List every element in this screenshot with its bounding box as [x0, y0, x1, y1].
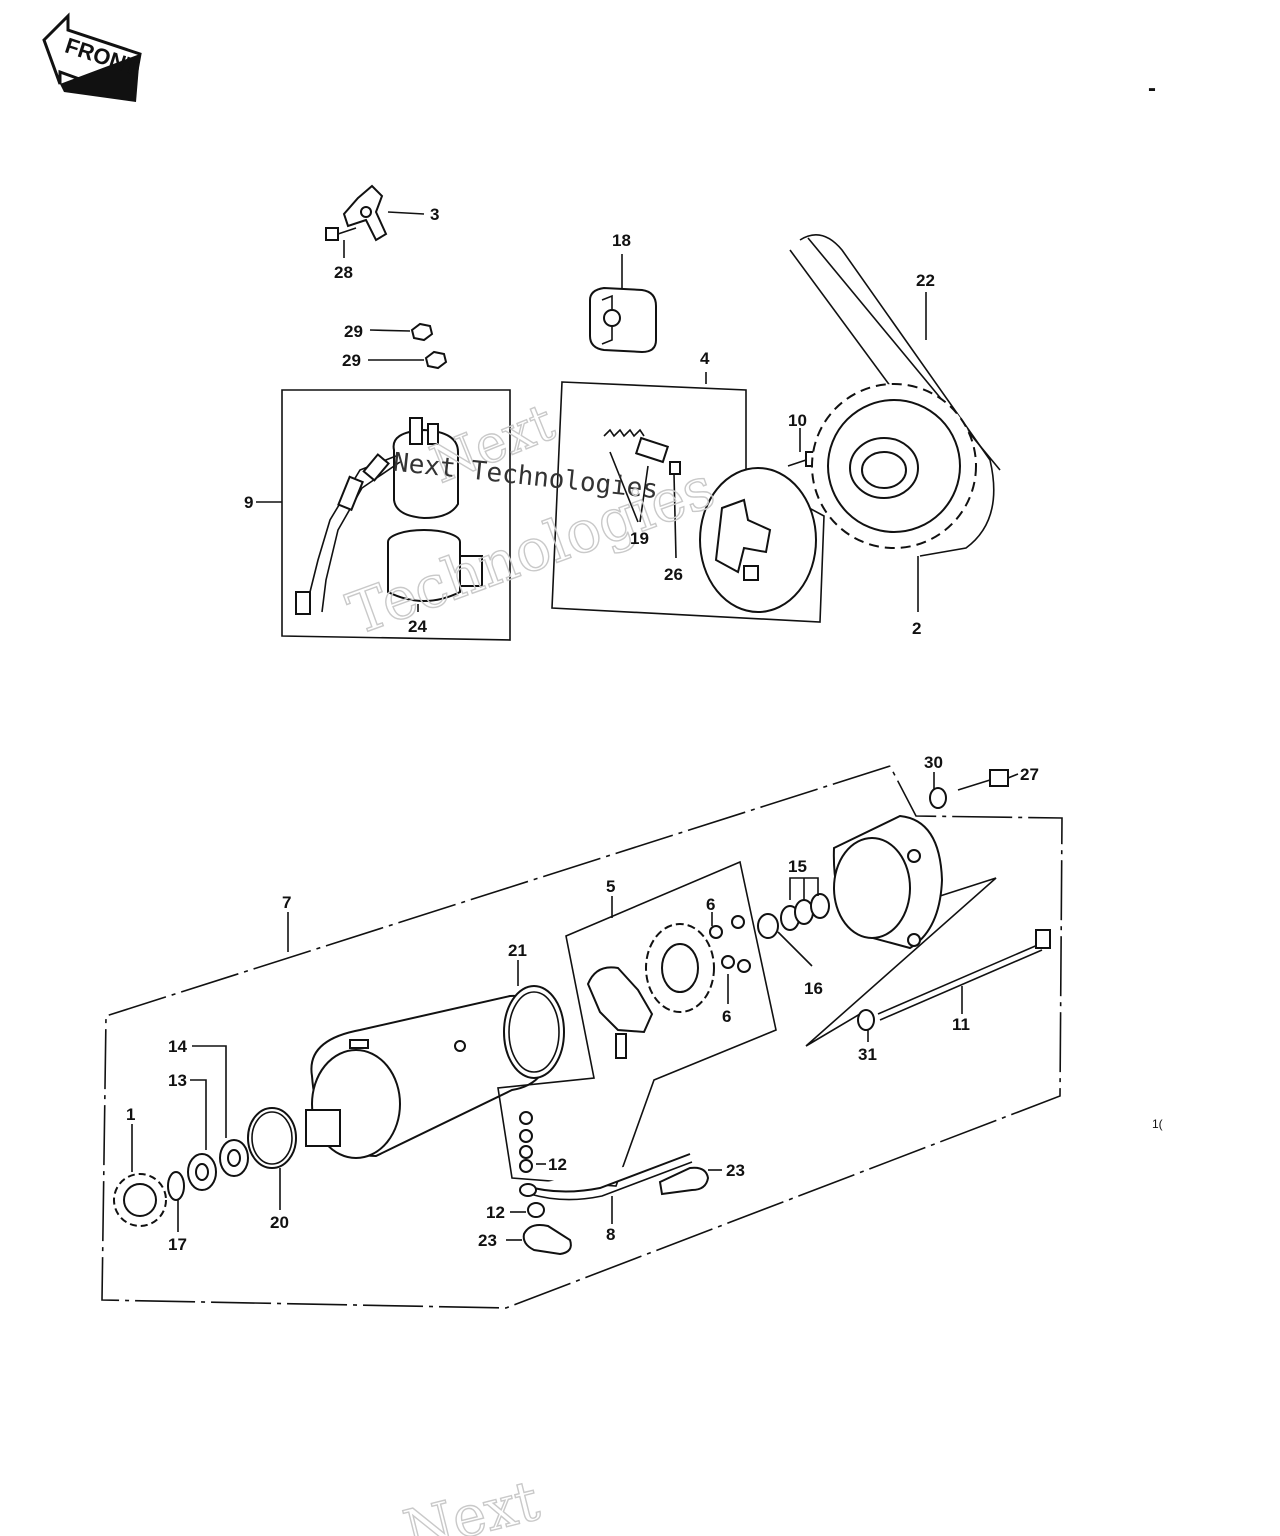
grommet [589, 286, 657, 354]
callout-22: 22 [916, 271, 935, 290]
chain-sprocket [811, 383, 977, 549]
screw [325, 227, 357, 241]
callout-1: 1 [126, 1105, 135, 1124]
callout-4: 4 [700, 349, 710, 368]
terminal-cap [522, 1224, 572, 1256]
washer [929, 787, 947, 809]
brush-spring [721, 955, 751, 973]
callout-3: 3 [430, 205, 439, 224]
clutch-spring [603, 428, 681, 475]
callout-20: 20 [270, 1213, 289, 1232]
callout-5: 5 [606, 877, 615, 896]
screw [957, 769, 1009, 791]
callout-7: 7 [282, 893, 291, 912]
terminal-bracket [342, 184, 388, 242]
o-ring [247, 1107, 297, 1169]
nut [424, 350, 448, 370]
starter-motor [305, 994, 554, 1159]
watermark: Next [398, 1468, 546, 1536]
callout-12: 12 [548, 1155, 567, 1174]
pinion-gear [113, 1173, 167, 1227]
callout-15: 15 [788, 857, 807, 876]
callout-10: 10 [788, 411, 807, 430]
callout-30: 30 [924, 753, 943, 772]
edge-mark: 1( [1152, 1117, 1163, 1131]
washer [857, 1009, 875, 1031]
callout-8: 8 [606, 1225, 615, 1244]
callout-27: 27 [1020, 765, 1039, 784]
starter-end-cover [832, 814, 944, 950]
callout-11: 11 [952, 1015, 970, 1034]
callout-21: 21 [508, 941, 527, 960]
starter-lead [519, 1153, 693, 1201]
washer [219, 1139, 249, 1177]
shim-set [757, 893, 830, 939]
callout-9: 9 [244, 493, 253, 512]
nut [410, 322, 434, 342]
callout-12: 12 [486, 1203, 505, 1222]
callout-29: 29 [342, 351, 361, 370]
nut [527, 1202, 545, 1218]
callout-13: 13 [168, 1071, 187, 1090]
callout-6: 6 [706, 895, 715, 914]
callout-29: 29 [344, 322, 363, 341]
terminal-cap [658, 1166, 710, 1196]
through-bolt [877, 929, 1051, 1021]
callout-31: 31 [858, 1045, 877, 1064]
callout-23: 23 [478, 1231, 497, 1250]
relay-rubber-cover [387, 529, 483, 602]
callout-6: 6 [722, 1007, 731, 1026]
starter-clutch [699, 467, 817, 613]
callout-23: 23 [726, 1161, 745, 1180]
callout-28: 28 [334, 263, 353, 282]
starter-relay [295, 417, 459, 615]
callout-16: 16 [804, 979, 823, 998]
circlip [167, 1171, 185, 1201]
callout-2: 2 [912, 619, 921, 638]
o-ring [503, 985, 565, 1079]
brush-holder [586, 966, 654, 1059]
washer-stack [519, 1111, 533, 1173]
corner-mark: - [1148, 75, 1156, 102]
callout-14: 14 [168, 1037, 187, 1056]
callout-19: 19 [630, 529, 649, 548]
callout-24: 24 [408, 617, 427, 636]
washer [187, 1153, 217, 1191]
brush-plate [645, 923, 715, 1013]
callout-17: 17 [168, 1235, 187, 1254]
front-arrow-icon: FRONT [42, 12, 142, 102]
brush-spring [709, 915, 745, 939]
callout-18: 18 [612, 231, 631, 250]
callout-26: 26 [664, 565, 683, 584]
